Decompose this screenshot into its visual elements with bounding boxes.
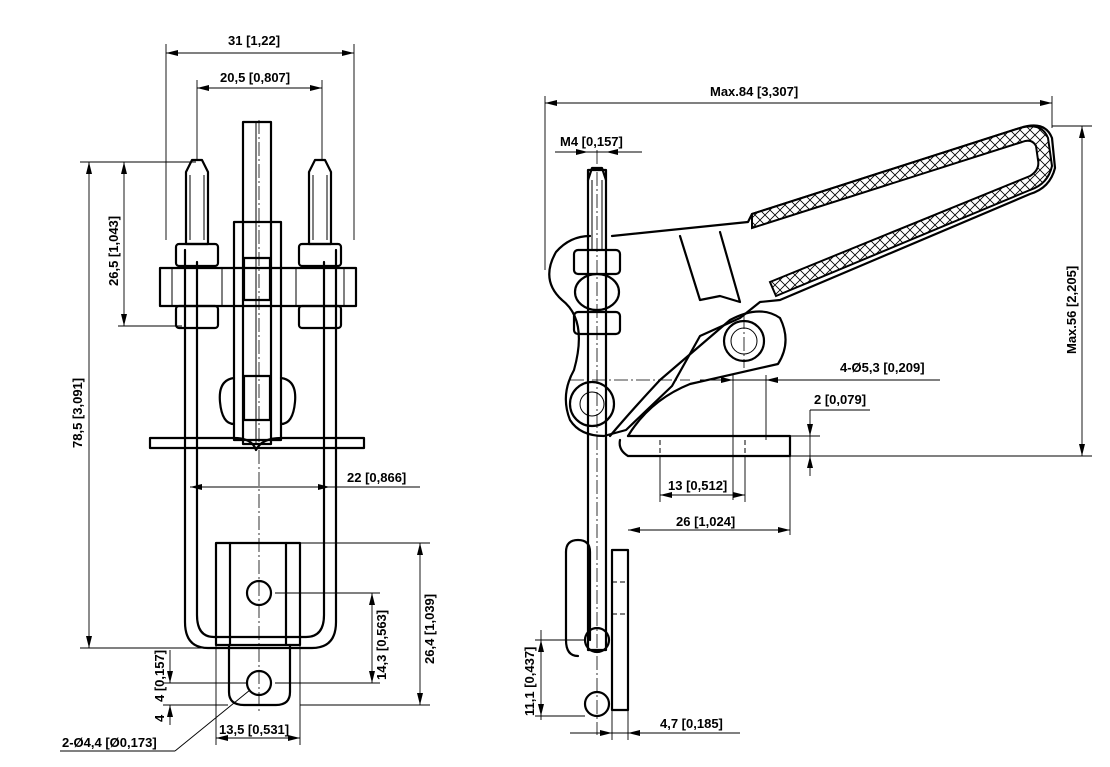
side-dimensions [535,96,1092,740]
dim-hole-diameter: 2-Ø4,4 [Ø0,173] [62,735,157,750]
front-dimensions [60,44,430,752]
dim-base-length: 26 [1,024] [676,514,735,529]
front-view: 31 [1,22] 20,5 [0,807] 26,5 [1,043] 78,5… [60,33,437,752]
dim-max-length: Max.84 [3,307] [710,84,798,99]
dim-block-height: 26,4 [1,039] [422,594,437,664]
dim-overall-height: 78,5 [3,091] [70,378,85,448]
dim-max-height: Max.56 [2,205] [1064,266,1079,354]
left-thread-lines [189,175,205,240]
dim-base-thickness: 2 [0,079] [814,392,866,407]
side-view: Max.84 [3,307] M4 [0,157] Max.56 [2,205]… [522,84,1092,740]
dim-tab-offset-b: 4 [152,714,167,722]
dim-plate-thickness: 4,7 [0,185] [660,716,723,731]
dim-hole-spacing: 14,3 [0,563] [374,610,389,680]
dim-inner-width: 22 [0,866] [347,470,406,485]
dim-stud-length: 26,5 [1,043] [106,216,121,286]
dim-tab-offset-a: 4 [0,157] [152,650,167,702]
dim-mount-holes: 4-Ø5,3 [0,209] [840,360,925,375]
dim-overall-width: 31 [1,22] [228,33,280,48]
dim-loop-height: 11,1 [0,437] [522,647,537,716]
dim-stud-spacing: 20,5 [0,807] [220,70,290,85]
dim-hole-pitch: 13 [0,512] [668,478,727,493]
dim-thread: M4 [0,157] [560,134,623,149]
handle-grip [751,125,1054,298]
dim-block-width: 13,5 [0,531] [219,722,289,737]
